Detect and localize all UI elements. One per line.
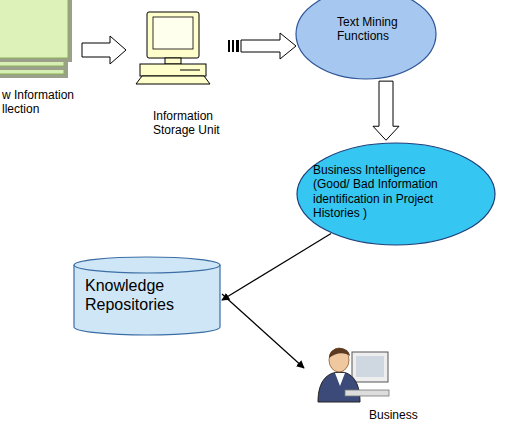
head [329,348,349,372]
arrow-stripe [228,40,230,52]
keyboard [345,390,389,396]
screen [356,356,384,377]
process-ellipse: Business Intelligence (Good/ Bad Informa… [296,142,496,246]
block-arrow [241,33,296,59]
document-stack [0,0,72,78]
keyboard [136,76,210,84]
node-text: Knowledge Repositories [85,276,209,314]
arrow-connector [222,234,331,300]
cylinder-rim [74,265,220,273]
node-text: Text Mining Functions [337,15,417,44]
monitor-stand [165,58,181,64]
screen [153,17,193,49]
picture-label: Business [369,408,449,422]
system-unit [140,64,206,76]
striped-arrow [228,33,296,59]
process-ellipse: Text Mining Functions [295,0,437,80]
monitor [352,352,388,382]
shirt [335,373,345,386]
cylinder-body [74,257,220,335]
arrow-stripe [236,40,239,52]
ellipse-shape [296,0,436,79]
database-cylinder-outline [73,256,221,336]
drive-slot [180,70,200,71]
database-cylinder: Knowledge Repositories [73,256,221,336]
computer-icon [136,12,210,84]
block-arrow-connector [373,81,399,140]
business-person-icon [318,348,389,402]
hair [329,348,350,358]
block-arrow [82,36,126,64]
monitor [147,12,199,58]
arrow-stripe [232,40,234,52]
leader-arrow [222,294,304,368]
document-page [0,0,68,58]
ellipse-shape [297,143,495,245]
picture-label: Information Storage Unit [153,109,235,138]
suit [318,372,360,402]
node-text: Business Intelligence (Good/ Bad Informa… [313,163,455,221]
picture-label: w Information llection [2,88,90,117]
